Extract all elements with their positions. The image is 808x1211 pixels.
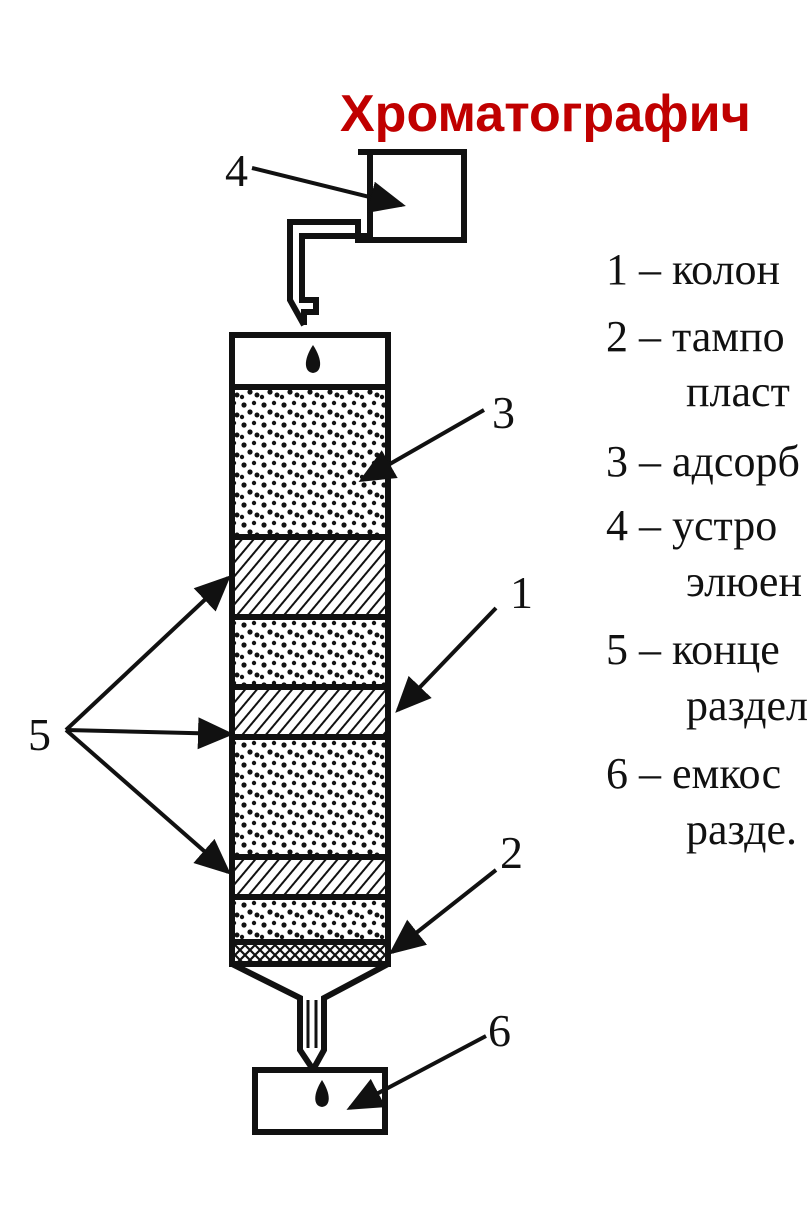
adsorbent-layer (229, 614, 391, 690)
callout-3: 3 (492, 387, 515, 438)
zone-layer-2 (229, 684, 391, 740)
column-body (229, 332, 391, 1070)
legend-item-4: 4 – устро (606, 501, 778, 550)
page-title: Хроматографич (340, 85, 751, 143)
arrow-6 (346, 1034, 487, 1110)
arrow-2 (388, 868, 498, 955)
adsorbent-layer (229, 894, 391, 945)
zone-layer-3 (229, 854, 391, 900)
legend-item-5-cont: раздел (686, 681, 808, 730)
glass-wool-plug (229, 939, 391, 967)
callout-6: 6 (488, 1005, 511, 1056)
arrow-5a (64, 575, 231, 732)
effluent-drop (315, 1080, 329, 1107)
callout-2: 2 (500, 827, 523, 878)
callout-4: 4 (225, 145, 248, 196)
legend-item-6: 6 – емкос (606, 749, 782, 798)
arrow-1 (395, 606, 498, 713)
legend-item-2: 2 – тампо (606, 312, 785, 361)
legend-item-5: 5 – конце (606, 625, 780, 674)
arrow-3 (358, 408, 485, 482)
legend-item-3: 3 – адсорб (606, 437, 800, 486)
arrow-5c (64, 728, 232, 875)
legend-item-4-cont: элюен (686, 557, 802, 606)
callout-5: 5 (28, 709, 51, 760)
arrow-4 (251, 166, 406, 213)
legend-item-6-cont: разде. (686, 805, 798, 854)
legend-item-2-cont: пласт (686, 367, 790, 416)
eluent-drop (305, 345, 321, 373)
arrow-5b (65, 717, 234, 750)
callout-1: 1 (510, 567, 533, 618)
eluent-reservoir (287, 149, 467, 327)
legend-item-1: 1 – колон (606, 245, 781, 294)
